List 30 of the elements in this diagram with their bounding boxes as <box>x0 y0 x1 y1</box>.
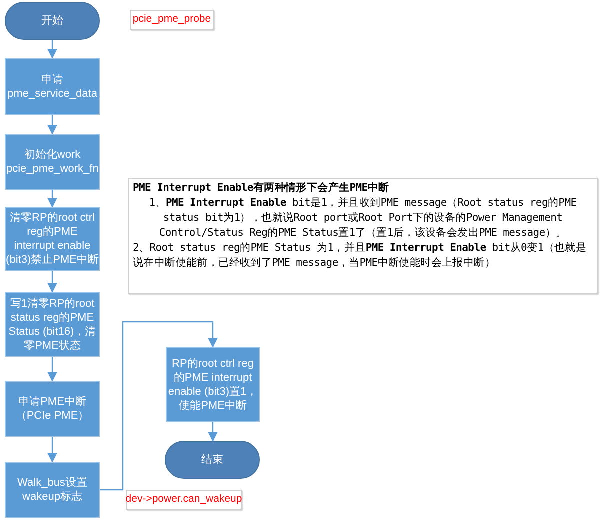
terminator-shape <box>165 441 260 479</box>
step-text: 清零RP的root ctrl reg的PME interrupt enable (bit3)禁止PME中断 <box>6 211 99 267</box>
note-paragraph: 1、PME Interrupt Enable bit是1，并且收到PME message（Root status reg的PME status bit为1），也就说Root port或Root Port下的设备的Power Management Control/Status Reg的PME_Status置1了（置1后，该设备会发出PME message）。 <box>148 196 578 241</box>
step-text: 开始 <box>42 14 64 28</box>
terminator-shape <box>5 2 100 40</box>
step-text: 结束 <box>202 453 224 467</box>
process-box <box>5 381 100 437</box>
process-box <box>166 347 260 422</box>
process-box <box>5 58 100 115</box>
step-text: Walk_bus设置wakeup标志 <box>16 476 88 504</box>
arrow <box>48 437 58 463</box>
note-paragraph: 2、Root status reg的PME Status 为1，并且PME Interrupt Enable bit从0变1（也就是说在中断使能前，已经收到了PME message，当PME中断使能时会上报中断） <box>133 241 588 271</box>
step-text: 申请PME中断（PCIe PME） <box>14 395 90 423</box>
step-text: RP的root ctrl reg的PME interrupt enable (bit3)置1，使能PME中断 <box>167 356 259 412</box>
note-box <box>128 178 598 294</box>
process-box <box>5 134 100 190</box>
step-text: 申请 pme_service_data <box>8 72 98 100</box>
code-text: pcie_pme_probe <box>132 12 212 28</box>
step-text: 写1清零RP的root status reg的PME Status (bit16)，清零PME状态 <box>8 296 96 352</box>
step-text: 初始化work pcie_pme_work_fn <box>6 148 98 176</box>
arrow <box>48 40 58 59</box>
note-heading: PME Interrupt Enable有两种情形下会产生PME中断 <box>133 181 390 196</box>
arrow <box>208 422 218 442</box>
arrow <box>48 271 58 293</box>
arrow <box>48 190 58 208</box>
code-text: dev->power.can_wakeup <box>126 492 242 508</box>
arrow <box>48 115 58 135</box>
arrow <box>100 321 218 491</box>
arrow <box>48 357 58 382</box>
process-box <box>5 462 100 518</box>
